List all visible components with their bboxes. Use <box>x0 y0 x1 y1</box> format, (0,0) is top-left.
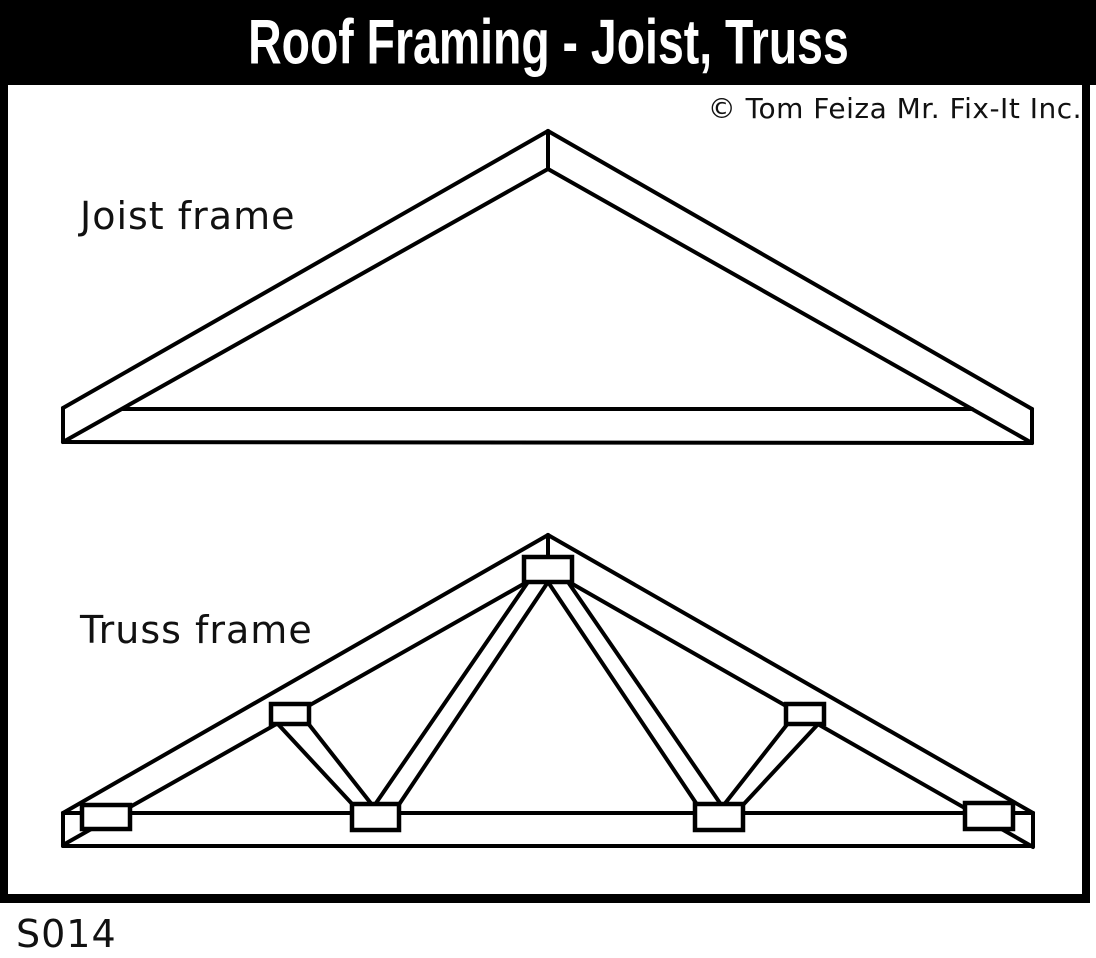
truss-web-center-right-line2 <box>546 580 700 808</box>
joist-outer-rafter-left <box>61 129 550 410</box>
copyright-notice: © Tom Feiza Mr. Fix-It Inc. <box>707 92 1082 125</box>
joist-frame-label: Joist frame <box>80 194 296 238</box>
truss-web-center-right-line1 <box>566 580 724 808</box>
truss-web-outer-right-line1 <box>740 720 822 808</box>
drawing-frame-border <box>0 85 1090 903</box>
truss-web-outer-right-line2 <box>721 720 791 808</box>
truss-outer-rafter-left <box>61 533 550 815</box>
gusset-plate-mid-left <box>268 701 312 727</box>
truss-frame-label: Truss frame <box>80 608 313 652</box>
joist-frame-diagram <box>61 129 1034 445</box>
truss-frame-diagram <box>61 533 1035 849</box>
title-bar: Roof Framing - Joist, Truss <box>0 0 1096 85</box>
joist-outer-rafter-right <box>546 129 1034 411</box>
truss-web-outer-left-line1 <box>274 720 356 808</box>
truss-web-center-left-line1 <box>372 580 530 808</box>
joist-inner-rafter-right <box>546 167 1034 445</box>
truss-gusset-plates <box>79 554 1016 833</box>
gusset-plate-bottom-left <box>349 801 402 833</box>
gusset-plate-end-right <box>962 800 1016 832</box>
gusset-plate-end-left <box>79 802 133 832</box>
truss-web-outer-left-line2 <box>305 720 375 808</box>
joist-bottom-chord-bottom-edge <box>61 440 1034 445</box>
truss-outer-rafter-right <box>546 533 1035 815</box>
joist-inner-rafter-left <box>61 167 550 444</box>
gusset-plate-peak <box>521 554 575 585</box>
sheet-code: S014 <box>16 912 117 956</box>
gusset-plate-bottom-right <box>692 801 746 833</box>
gusset-plate-mid-right <box>783 701 827 727</box>
page-title: Roof Framing - Joist, Truss <box>247 7 849 78</box>
truss-web-center-left-line2 <box>396 580 550 808</box>
